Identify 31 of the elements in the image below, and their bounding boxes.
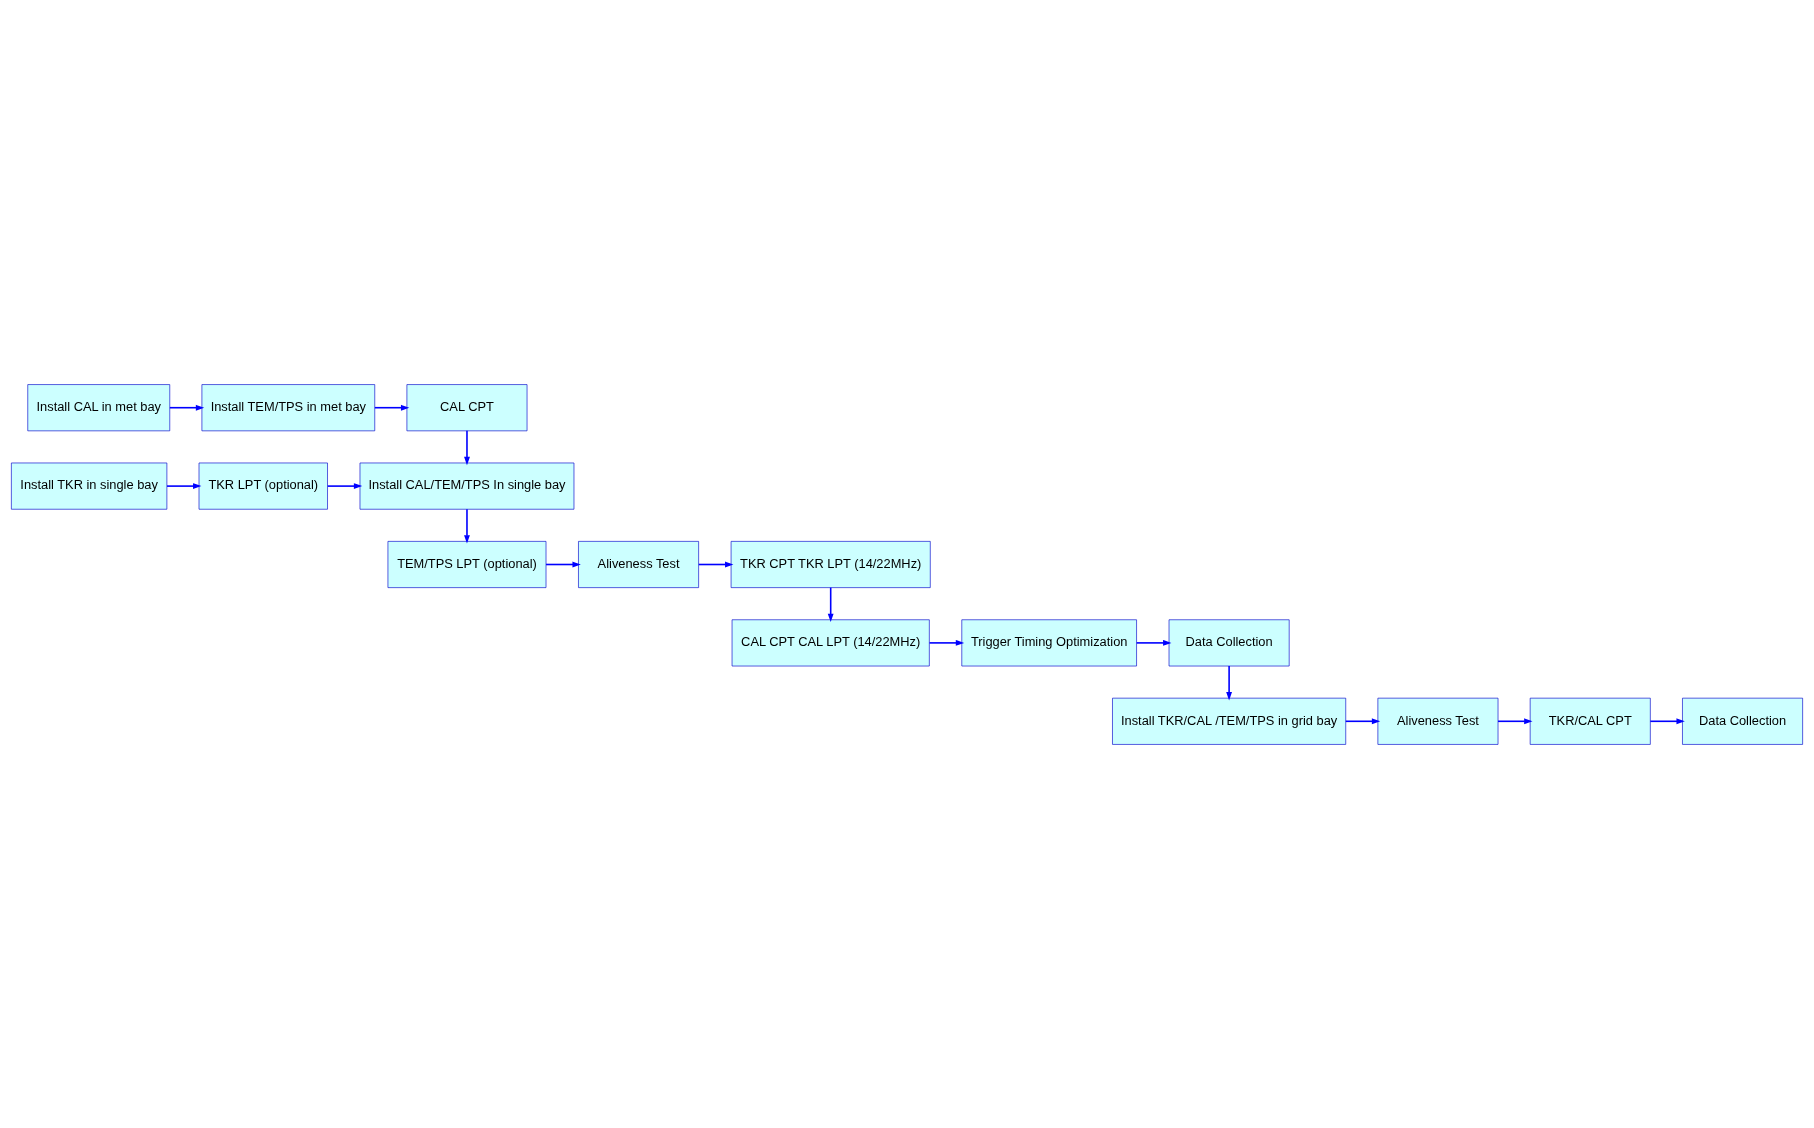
node-box: CAL CPT bbox=[406, 383, 528, 431]
arrow bbox=[166, 482, 202, 489]
arrow bbox=[697, 561, 734, 567]
arrow bbox=[1226, 664, 1233, 700]
arrow bbox=[169, 404, 205, 411]
arrow bbox=[545, 561, 581, 567]
arrow bbox=[928, 639, 965, 646]
node-box: CAL CPT CAL LPT (14/22MHz) bbox=[731, 618, 930, 666]
arrow bbox=[464, 429, 470, 465]
node-box: Data Collection bbox=[1682, 697, 1803, 745]
node-box: TKR CPT TKR LPT (14/22MHz) bbox=[730, 540, 931, 588]
node-box: Install TKR/CAL /TEM/TPS in grid bay bbox=[1112, 697, 1347, 745]
node-box: Install TKR in single bay bbox=[11, 462, 168, 510]
arrow bbox=[1135, 639, 1172, 646]
arrow bbox=[1649, 717, 1685, 724]
node-box: Aliveness Test bbox=[578, 540, 699, 588]
arrow bbox=[1344, 717, 1381, 724]
node-box: TKR LPT (optional) bbox=[198, 462, 328, 510]
node-box: Trigger Timing Optimization bbox=[961, 618, 1137, 666]
node-box: Aliveness Test bbox=[1377, 697, 1499, 745]
node-box: TEM/TPS LPT (optional) bbox=[387, 540, 547, 588]
arrow bbox=[1497, 717, 1533, 724]
node-box: TKR/CAL CPT bbox=[1529, 697, 1651, 745]
node-box: Install CAL in met bay bbox=[27, 383, 171, 431]
node-box: Install TEM/TPS in met bay bbox=[201, 383, 376, 431]
node-box: Data Collection bbox=[1168, 618, 1290, 666]
arrow bbox=[827, 586, 834, 622]
arrow bbox=[326, 482, 363, 489]
node-box: Install CAL/TEM/TPS In single bay bbox=[359, 462, 575, 510]
arrow bbox=[374, 404, 410, 411]
arrow bbox=[464, 507, 470, 544]
